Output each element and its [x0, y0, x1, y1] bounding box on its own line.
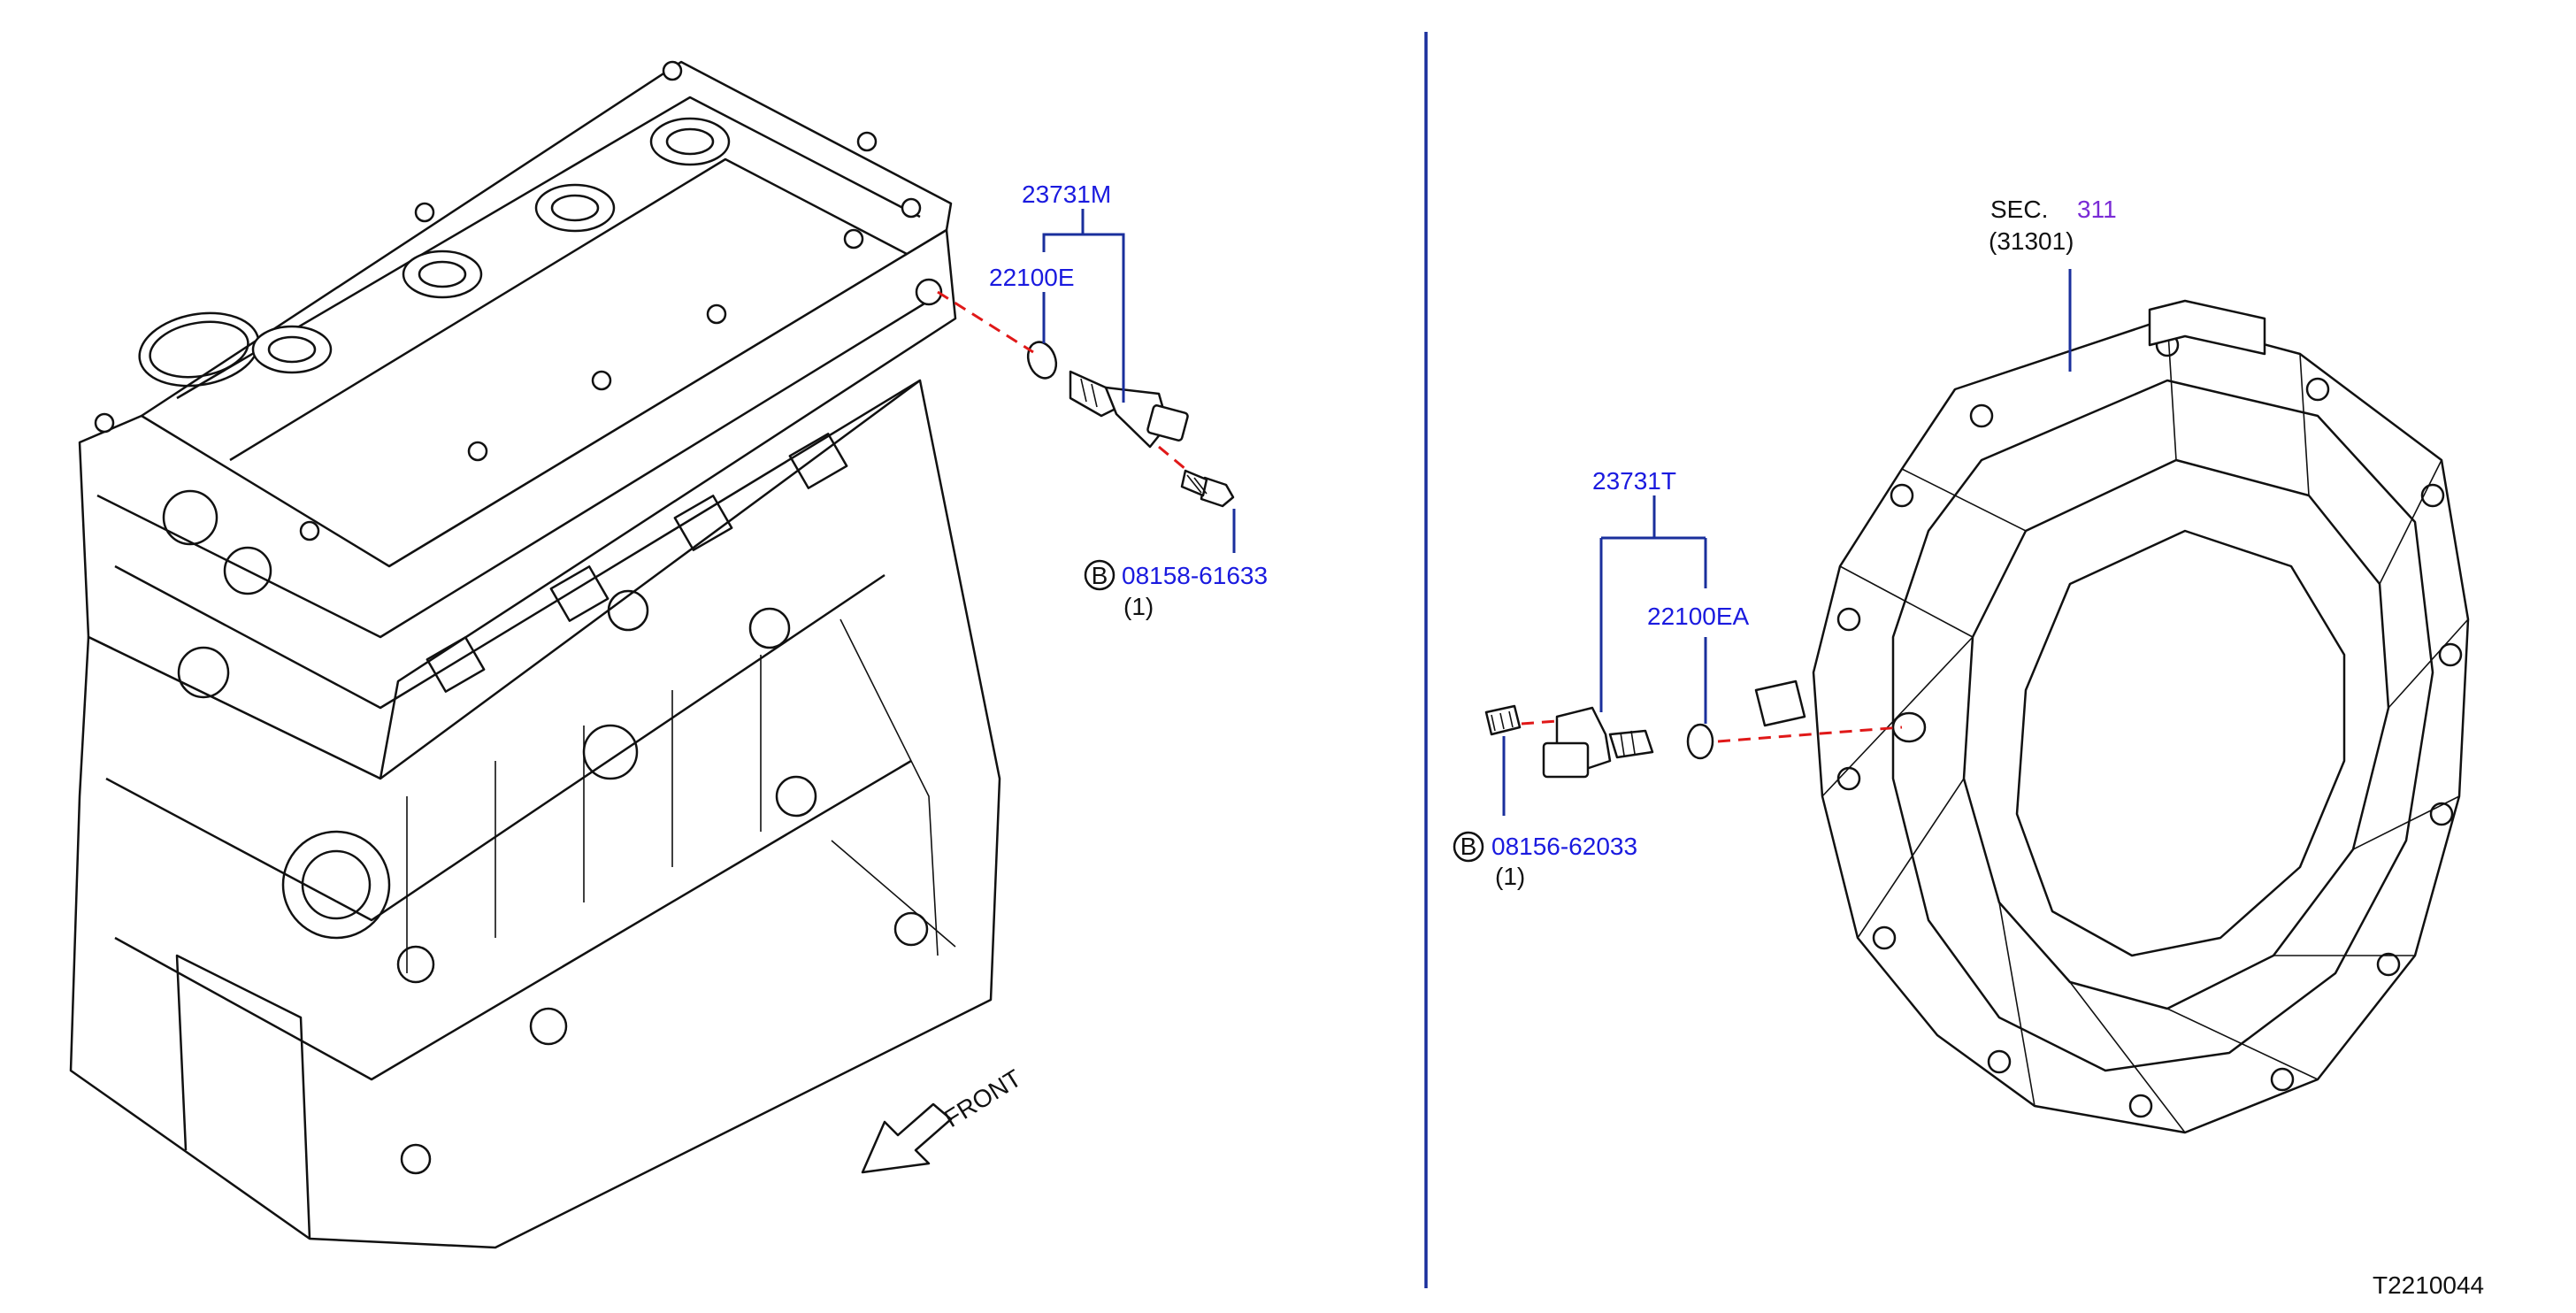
camshaft-sensor-left [1026, 341, 1235, 508]
callout-23731m: 23731M [1022, 180, 1111, 208]
front-arrow-icon [861, 1102, 953, 1174]
right-dashed-line-oring [1717, 726, 1903, 743]
callout-qty-left: (1) [1123, 593, 1154, 620]
diagram-id: T2210044 [2373, 1271, 2484, 1299]
callout-08156-62033: 08156-62033 [1491, 833, 1637, 860]
callout-22100ea: 22100EA [1647, 603, 1750, 630]
engine-block-illustration [69, 60, 1001, 1249]
callout-sec-sub: (31301) [1989, 227, 2074, 255]
bolt-symbol-right-letter: B [1460, 833, 1477, 860]
callout-sec-number: 311 [2077, 196, 2117, 223]
right-leaders [1502, 269, 2072, 816]
left-dashed-line-bolt [1158, 445, 1186, 471]
bolt-symbol-left: B [1084, 559, 1116, 591]
right-dashed-line-bolt [1521, 719, 1558, 726]
callout-22100e: 22100E [989, 264, 1075, 291]
callout-sec-prefix: SEC. [1990, 196, 2048, 223]
callout-qty-right: (1) [1495, 863, 1525, 890]
callout-23731t: 23731T [1592, 467, 1676, 495]
callout-08158-61633: 08158-61633 [1122, 562, 1268, 589]
bolt-symbol-left-letter: B [1092, 562, 1108, 589]
left-leaders [1042, 209, 1236, 553]
front-label: FRONT [939, 1064, 1026, 1133]
transmission-housing-illustration [1754, 299, 2470, 1134]
bolt-symbol-right: B [1453, 831, 1484, 863]
crankshaft-sensor-right [1484, 704, 1714, 779]
